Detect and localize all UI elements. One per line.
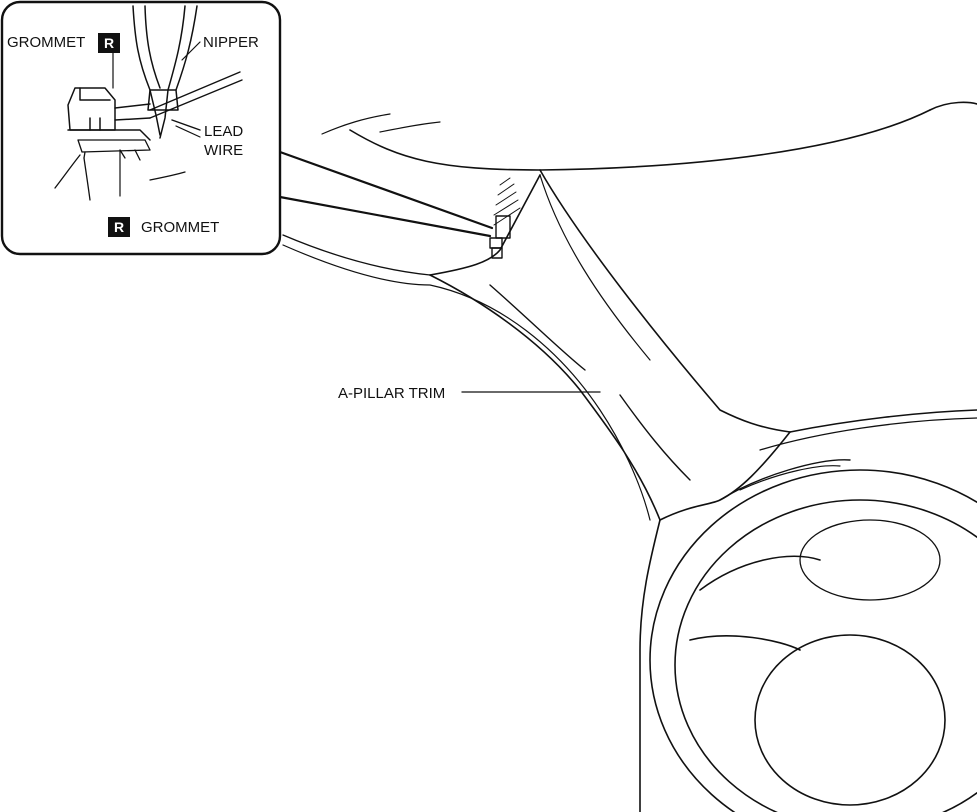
label-lead-wire-line2: WIRE bbox=[204, 142, 244, 159]
label-nipper: NIPPER bbox=[203, 34, 259, 51]
a-pillar-inner-line-3 bbox=[539, 174, 651, 361]
label-a-pillar-trim: A-PILLAR TRIM bbox=[338, 385, 446, 402]
grommet-body bbox=[67, 87, 151, 141]
a-pillar-trim-top-edge bbox=[429, 174, 541, 276]
grommet-clip bbox=[489, 215, 511, 259]
roof-sketch-line-1 bbox=[321, 113, 391, 135]
steering-wheel-hub bbox=[754, 634, 946, 806]
label-lead-wire-line1: LEAD bbox=[204, 123, 244, 140]
clip-area-hatching bbox=[493, 177, 521, 226]
windshield-frame-inner bbox=[282, 244, 651, 521]
grommet-base bbox=[54, 139, 186, 201]
label-grommet-top: GROMMET bbox=[7, 34, 86, 51]
a-pillar-trim-right-edge bbox=[539, 169, 791, 433]
replace-badge-bottom: R bbox=[108, 217, 130, 237]
dashboard-vent-outer bbox=[719, 459, 851, 501]
windshield-frame-outer bbox=[282, 234, 431, 276]
steering-wheel-rim-inner bbox=[674, 499, 977, 812]
inset-frame bbox=[0, 0, 282, 256]
headliner-edge bbox=[929, 101, 977, 111]
inset-leader-lines bbox=[112, 41, 201, 197]
a-pillar-trim-left-edge bbox=[429, 274, 661, 521]
a-pillar-inner-line-1 bbox=[489, 284, 586, 371]
callout-pointer bbox=[278, 150, 494, 238]
dashboard-top-edge bbox=[789, 409, 977, 433]
vehicle-interior-scene bbox=[282, 101, 977, 812]
replace-badge-top: R bbox=[98, 33, 120, 53]
detail-inset bbox=[0, 0, 282, 256]
label-grommet-bottom: GROMMET bbox=[141, 219, 220, 236]
steering-wheel-outer bbox=[649, 469, 977, 812]
instrument-cluster bbox=[799, 519, 941, 601]
nipper-tool bbox=[132, 5, 198, 139]
headliner-outline bbox=[349, 109, 931, 171]
steering-wheel-spoke-upper bbox=[699, 555, 821, 591]
dashboard-upper-line bbox=[759, 417, 977, 451]
roof-sketch-line-2 bbox=[379, 121, 441, 133]
dashboard-vent-inner bbox=[739, 465, 841, 491]
steering-wheel-spoke-left bbox=[689, 635, 801, 651]
a-pillar-inner-line-2 bbox=[619, 394, 691, 481]
lead-wire bbox=[149, 71, 243, 131]
dashboard-lower-edge bbox=[639, 519, 661, 812]
